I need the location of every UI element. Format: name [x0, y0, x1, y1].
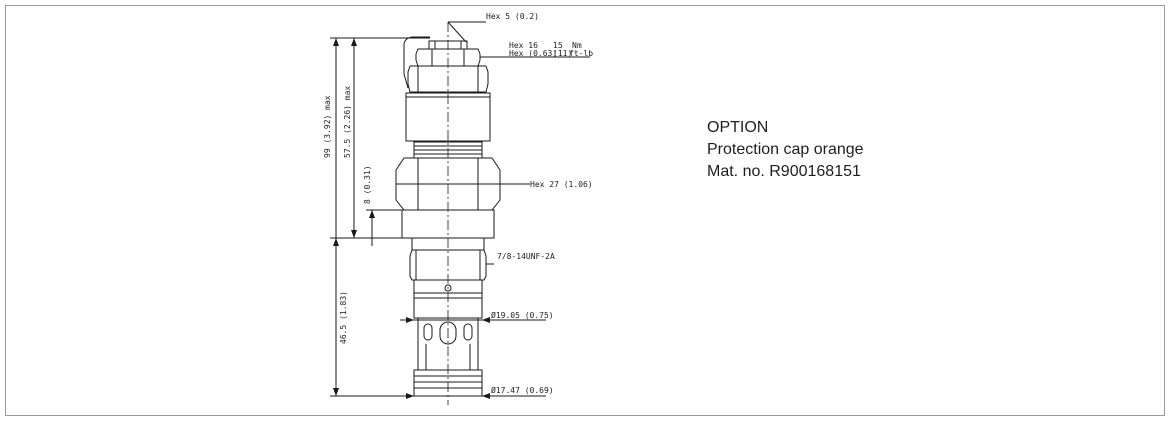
label-dim99: 99 (3.92) max [323, 95, 332, 158]
upper-collar [405, 92, 491, 142]
label-hex5: Hex 5 (0.2) [486, 12, 539, 21]
label-dia1747: Ø17.47 (0.69) [491, 385, 554, 395]
label-dim465: 46.5 (1.83) [339, 291, 348, 344]
label-thread: 7/8-14UNF-2A [497, 252, 555, 261]
option-line-1: Protection cap orange [707, 141, 864, 158]
label-hex16-torque: 15 [553, 41, 563, 50]
cap-contour [403, 36, 430, 89]
drawing-frame [5, 5, 1165, 416]
adjusting-body [407, 65, 489, 93]
label-hex16: Hex 16 [509, 41, 538, 50]
label-hex063-torque: (11) [553, 49, 572, 58]
option-line-2: Mat. no. R900168151 [707, 163, 861, 180]
label-dim575: 57.5 (2.26) max [343, 86, 352, 158]
option-title: OPTION [707, 119, 769, 136]
label-hex27: Hex 27 (1.06) [530, 180, 593, 189]
label-hex16-unit: Nm [572, 41, 582, 50]
option-note: OPTION Protection cap orange Mat. no. R9… [707, 117, 864, 183]
label-dim8: 8 (0.31) [363, 165, 372, 204]
label-dia1905: Ø19.05 (0.75) [491, 310, 554, 320]
label-hex063-unit: ft-lb [569, 49, 593, 58]
label-hex063: Hex (0.63) [509, 49, 557, 58]
thread-section [409, 249, 487, 281]
